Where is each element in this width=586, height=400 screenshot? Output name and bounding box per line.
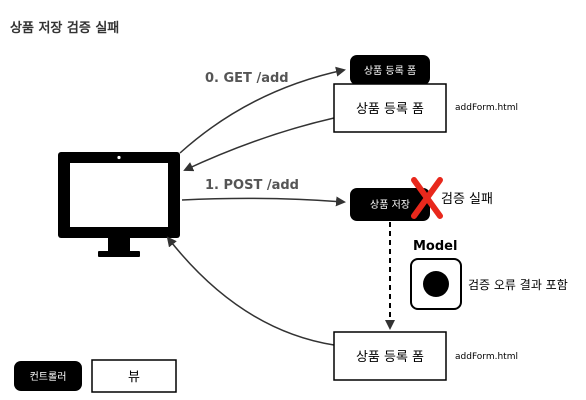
diagram-title: 상품 저장 검증 실패 — [10, 20, 119, 36]
legend-view-label: 뷰 — [128, 370, 140, 385]
model-dot-icon — [423, 271, 449, 297]
get-arrow — [179, 66, 346, 154]
controller-box-top — [350, 55, 430, 85]
legend-controller-label: 컨트롤러 — [30, 371, 67, 383]
top-view-return-arrow — [183, 117, 335, 172]
legend-controller-box — [14, 361, 82, 391]
view-box-top — [333, 83, 447, 133]
file-label-bottom: addForm.html — [455, 352, 518, 362]
fail-cross-icon — [411, 177, 443, 219]
model-label: Model — [413, 239, 457, 254]
view-label-bottom: 상품 등록 폼 — [356, 350, 424, 365]
legend-view-box — [91, 359, 177, 393]
controller-box-save — [350, 188, 430, 221]
controller-label-save: 상품 저장 — [370, 199, 410, 211]
file-label-top: addForm.html — [455, 103, 518, 113]
view-label-top: 상품 등록 폼 — [356, 102, 424, 117]
monitor-icon — [58, 152, 180, 257]
get-arrow-label: 0. GET /add — [205, 71, 289, 86]
fail-label: 검증 실패 — [441, 192, 493, 207]
post-arrow-label: 1. POST /add — [205, 178, 299, 193]
view-box-bottom — [333, 331, 447, 381]
bottom-view-return-arrow — [166, 236, 335, 346]
controller-label-top: 상품 등록 폼 — [364, 65, 416, 77]
model-description: 검증 오류 결과 포함 — [468, 278, 568, 292]
post-arrow — [181, 196, 346, 207]
